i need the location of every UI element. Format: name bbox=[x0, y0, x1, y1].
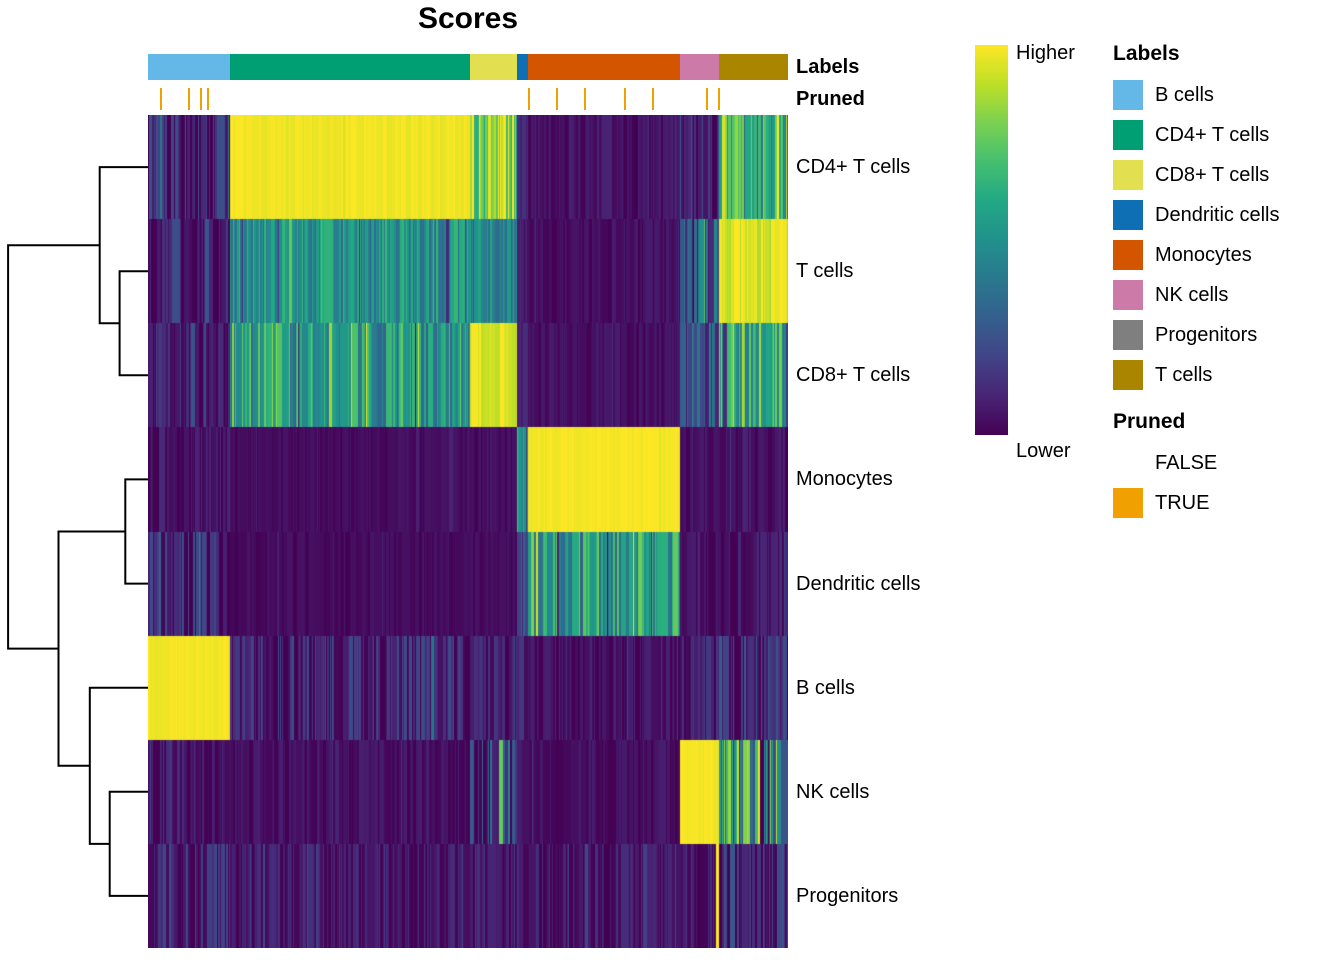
legend-item-pruned-true: TRUE bbox=[1113, 488, 1341, 518]
row-label-nk-cells: NK cells bbox=[796, 781, 870, 803]
pruned-true-tick bbox=[556, 88, 559, 110]
labels-segment-dendritic-cells bbox=[516, 54, 528, 80]
pruned-true-tick bbox=[583, 88, 586, 110]
legend-labels-title: Labels bbox=[1113, 42, 1180, 65]
legend-item-cd4-t-cells: CD4+ T cells bbox=[1113, 120, 1341, 150]
legend-item-cd8-t-cells: CD8+ T cells bbox=[1113, 160, 1341, 190]
row-label-progenitors: Progenitors bbox=[796, 885, 899, 907]
pruned-annotation-title: Pruned bbox=[796, 88, 865, 110]
pruned-annotation-bar bbox=[148, 86, 788, 112]
legend-item-label: CD8+ T cells bbox=[1155, 163, 1270, 186]
labels-segment-b-cells bbox=[148, 54, 230, 80]
legend-item-label: CD4+ T cells bbox=[1155, 123, 1270, 146]
legend-swatch-dendritic-cells bbox=[1113, 200, 1143, 230]
legend-item-nk-cells: NK cells bbox=[1113, 280, 1341, 310]
row-label-cd8-t-cells: CD8+ T cells bbox=[796, 364, 911, 386]
legend-swatch-cd4-t-cells bbox=[1113, 120, 1143, 150]
heatmap-canvas bbox=[148, 115, 788, 948]
legend-swatch-pruned-false bbox=[1113, 448, 1143, 478]
labels-annotation-title: Labels bbox=[796, 56, 860, 78]
legend-item-b-cells: B cells bbox=[1113, 80, 1341, 110]
legend-item-label: B cells bbox=[1155, 83, 1214, 106]
labels-segment-nk-cells bbox=[679, 54, 719, 80]
row-label-t-cells: T cells bbox=[796, 260, 854, 282]
labels-annotation-bar bbox=[148, 54, 788, 80]
row-label-cd4-t-cells: CD4+ T cells bbox=[796, 156, 911, 178]
legend-pruned-title: Pruned bbox=[1113, 410, 1186, 433]
legend-item-label: FALSE bbox=[1155, 451, 1218, 474]
legend-item-label: Monocytes bbox=[1155, 243, 1252, 266]
labels-segment-t-cells bbox=[718, 54, 788, 80]
pruned-true-tick bbox=[188, 88, 191, 110]
legend-item-dendritic-cells: Dendritic cells bbox=[1113, 200, 1341, 230]
legend-item-pruned-false: FALSE bbox=[1113, 448, 1341, 478]
legend-item-label: TRUE bbox=[1155, 491, 1210, 514]
color-scale-lower-label: Lower bbox=[1016, 440, 1071, 462]
page-title: Scores bbox=[417, 2, 519, 35]
legend-item-progenitors: Progenitors bbox=[1113, 320, 1341, 350]
legend-swatch-monocytes bbox=[1113, 240, 1143, 270]
legend: Labels B cells CD4+ T cells CD8+ T cells… bbox=[1113, 42, 1341, 528]
labels-segment-cd4-t-cells bbox=[229, 54, 470, 80]
pruned-true-tick bbox=[706, 88, 709, 110]
pruned-true-tick bbox=[528, 88, 531, 110]
pruned-true-tick bbox=[718, 88, 721, 110]
legend-item-label: T cells bbox=[1155, 363, 1213, 386]
color-scale-higher-label: Higher bbox=[1016, 42, 1075, 64]
row-label-monocytes: Monocytes bbox=[796, 468, 893, 490]
color-scale-bar bbox=[975, 45, 1008, 435]
legend-item-label: Progenitors bbox=[1155, 323, 1258, 346]
legend-item-label: NK cells bbox=[1155, 283, 1229, 306]
legend-item-label: Dendritic cells bbox=[1155, 203, 1280, 226]
pruned-true-tick bbox=[206, 88, 209, 110]
legend-swatch-t-cells bbox=[1113, 360, 1143, 390]
row-labels: CD4+ T cells T cells CD8+ T cells Monocy… bbox=[796, 0, 971, 960]
pruned-true-tick bbox=[199, 88, 202, 110]
pruned-true-tick bbox=[652, 88, 655, 110]
row-label-b-cells: B cells bbox=[796, 677, 855, 699]
labels-segment-monocytes bbox=[527, 54, 680, 80]
legend-swatch-cd8-t-cells bbox=[1113, 160, 1143, 190]
legend-swatch-pruned-true bbox=[1113, 488, 1143, 518]
row-label-dendritic-cells: Dendritic cells bbox=[796, 573, 921, 595]
legend-swatch-progenitors bbox=[1113, 320, 1143, 350]
pruned-true-tick bbox=[160, 88, 163, 110]
pruned-true-tick bbox=[624, 88, 627, 110]
legend-swatch-nk-cells bbox=[1113, 280, 1143, 310]
dendrogram-path bbox=[7, 166, 148, 897]
legend-swatch-b-cells bbox=[1113, 80, 1143, 110]
labels-segment-cd8-t-cells bbox=[469, 54, 517, 80]
legend-item-t-cells: T cells bbox=[1113, 360, 1341, 390]
legend-item-monocytes: Monocytes bbox=[1113, 240, 1341, 270]
